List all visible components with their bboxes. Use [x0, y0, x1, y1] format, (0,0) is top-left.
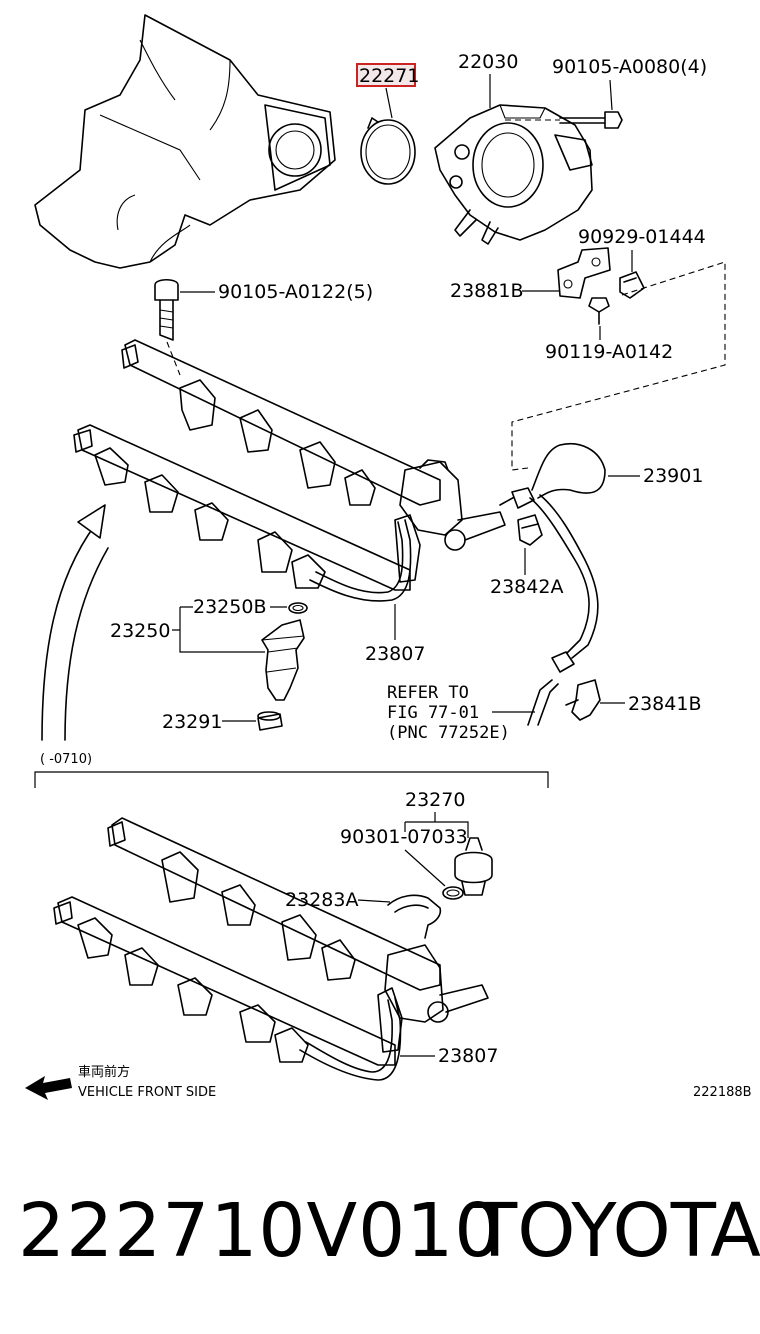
- clip-upper: [619, 271, 645, 299]
- fuel-hose: [499, 443, 606, 673]
- clip-lower: [565, 679, 601, 721]
- date-range-bracket: [34, 771, 549, 788]
- injector: [261, 619, 305, 701]
- fuel-pipe-upper-label[interactable]: 23807: [365, 643, 425, 665]
- gasket-label-highlight: [356, 63, 416, 87]
- view-arrow: [41, 504, 109, 741]
- injector-seal-label[interactable]: 23250B: [193, 596, 266, 618]
- throttle-body-label[interactable]: 22030: [458, 51, 518, 73]
- clip-hose: [517, 514, 543, 546]
- bracket: [557, 247, 611, 299]
- bracket-label[interactable]: 23881B: [450, 280, 523, 302]
- reference-dashed-outline: [511, 261, 726, 471]
- injector-label[interactable]: 23250: [110, 620, 170, 642]
- injector-cushion-label[interactable]: 23291: [162, 711, 222, 733]
- bolt-top-label[interactable]: 90105-A0080(4): [552, 56, 707, 78]
- direction-english: VEHICLE FRONT SIDE: [78, 1085, 216, 1100]
- fuel-rail-upper-back: [121, 339, 506, 551]
- o-ring-label[interactable]: 90301-07033: [340, 826, 468, 848]
- bolt-rail-label[interactable]: 90105-A0122(5): [218, 281, 373, 303]
- direction-japanese: 車両前方: [78, 1064, 130, 1080]
- brand-name: TOYOTA: [472, 1188, 760, 1274]
- refer-note-line3: (PNC 77252E): [387, 723, 510, 743]
- o-ring: [442, 886, 464, 900]
- refer-note-line2: FIG 77-01: [387, 703, 479, 723]
- bolt-bracket: [588, 297, 610, 325]
- refer-note-line1: REFER TO: [387, 683, 469, 703]
- hose-label[interactable]: 23901: [643, 465, 703, 487]
- clip-upper-label[interactable]: 90929-01444: [578, 226, 706, 248]
- part-number: 222710V010: [18, 1188, 503, 1274]
- fuel-pipe-lower-label[interactable]: 23807: [438, 1045, 498, 1067]
- fuel-pipe-upper: [309, 519, 412, 602]
- fuel-rail-upper-front: [73, 424, 421, 591]
- retainer-clip: [387, 894, 442, 939]
- pulsation-damper: [454, 837, 493, 896]
- fuel-pipe-lower: [299, 997, 402, 1081]
- bolt-rail: [154, 278, 181, 376]
- throttle-body: [434, 104, 593, 245]
- figure-id: 222188B: [693, 1085, 752, 1100]
- date-range-label: ( -0710): [40, 752, 92, 767]
- vehicle-front-arrow: [25, 1076, 72, 1100]
- gasket-label[interactable]: 22271: [359, 65, 419, 87]
- damper-label[interactable]: 23270: [405, 789, 465, 811]
- bolt-bracket-label[interactable]: 90119-A0142: [545, 341, 673, 363]
- fuel-rail-lower-back: [107, 817, 489, 1023]
- parts-diagram: 22271 22030 90105-A0080(4) 23881B 90929-…: [25, 14, 752, 1100]
- clip-hose-label[interactable]: 23842A: [490, 576, 563, 598]
- gasket-ring: [360, 117, 416, 185]
- injector-seal: [288, 602, 308, 614]
- retainer-label[interactable]: 23283A: [285, 889, 358, 911]
- bolt-top: [505, 111, 623, 129]
- clip-lower-label[interactable]: 23841B: [628, 693, 701, 715]
- injector-cushion: [257, 711, 283, 731]
- intake-manifold: [34, 14, 336, 269]
